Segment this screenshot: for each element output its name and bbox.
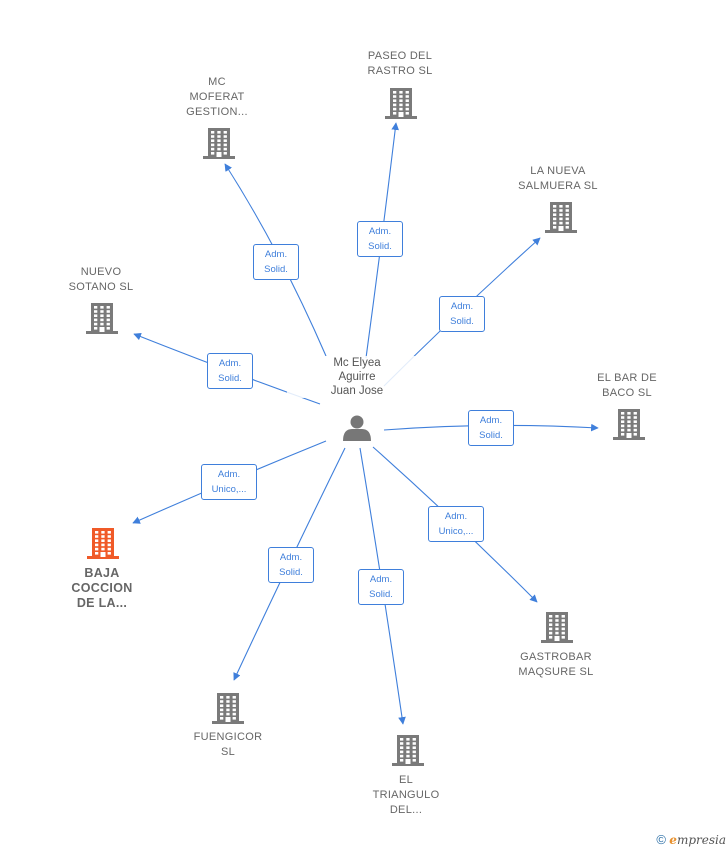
role-badge-gastrobar[interactable]: Adm. Unico,... xyxy=(428,506,484,542)
role-badge-triangulo[interactable]: Adm. Solid. xyxy=(358,569,404,605)
role-badge-moferat[interactable]: Adm. Solid. xyxy=(253,244,299,280)
company-label-moferat[interactable]: MC MOFERAT GESTION... xyxy=(186,76,248,118)
footer-brand[interactable]: © empresia xyxy=(656,832,726,847)
building-icon xyxy=(613,409,645,440)
building-icon xyxy=(212,693,244,724)
role-badge-sotano[interactable]: Adm. Solid. xyxy=(207,353,253,389)
company-label-gastrobar[interactable]: GASTROBAR MAQSURE SL xyxy=(518,651,594,678)
copyright-symbol: © xyxy=(656,832,666,847)
company-label-salmuera[interactable]: LA NUEVA SALMUERA SL xyxy=(518,165,598,192)
role-badge-baja[interactable]: Adm. Unico,... xyxy=(201,464,257,500)
building-icon xyxy=(87,528,119,559)
person-icon[interactable] xyxy=(343,415,371,442)
building-icon xyxy=(86,303,118,334)
company-label-baja[interactable]: BAJA COCCION DE LA... xyxy=(71,566,133,610)
brand-name: mpresia xyxy=(676,833,726,847)
role-badge-baco[interactable]: Adm. Solid. xyxy=(468,410,514,446)
building-icon xyxy=(545,202,577,233)
company-label-fuengicor[interactable]: FUENGICOR SL xyxy=(193,731,263,758)
role-badge-salmuera[interactable]: Adm. Solid. xyxy=(439,296,485,332)
role-badge-paseo[interactable]: Adm. Solid. xyxy=(357,221,403,257)
person-label[interactable]: Mc Elyea Aguirre Juan Jose xyxy=(287,356,427,398)
role-badge-fuengicor[interactable]: Adm. Solid. xyxy=(268,547,314,583)
company-label-baco[interactable]: EL BAR DE BACO SL xyxy=(597,372,657,399)
company-label-triangulo[interactable]: EL TRIANGULO DEL... xyxy=(372,774,440,816)
brand-initial: e xyxy=(669,833,677,847)
building-icon xyxy=(385,88,417,119)
company-label-sotano[interactable]: NUEVO SOTANO SL xyxy=(68,266,134,293)
building-icon xyxy=(541,612,573,643)
company-label-paseo[interactable]: PASEO DEL RASTRO SL xyxy=(367,50,433,77)
building-icon xyxy=(392,735,424,766)
building-icon xyxy=(203,128,235,159)
